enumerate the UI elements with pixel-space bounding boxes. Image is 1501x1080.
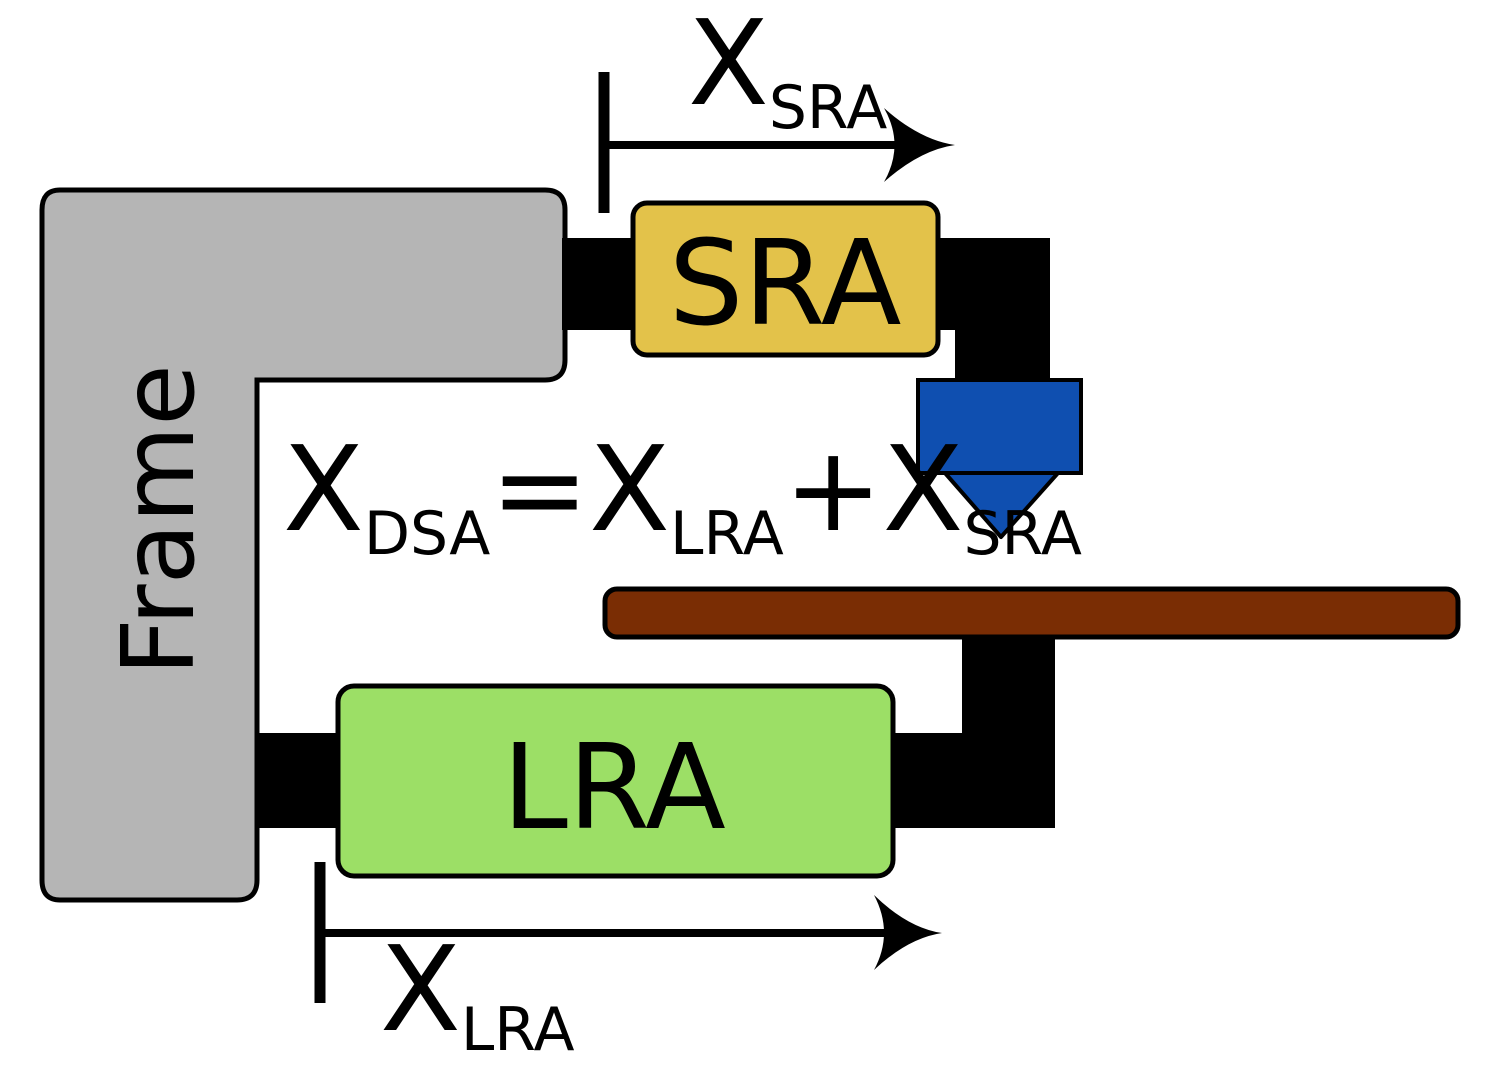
x-lra-arrowhead: [874, 895, 942, 970]
frame-label: Frame: [100, 364, 217, 676]
frame-sra-connector: [562, 238, 637, 330]
lra-label: LRA: [502, 718, 726, 856]
dsa-equation: XDSA=XLRA+XSRA: [283, 420, 1082, 569]
lra-workpiece-connector: [892, 637, 1055, 828]
x-sra-arrowhead: [884, 108, 955, 182]
x-lra-label: XLRA: [380, 920, 575, 1065]
frame-lra-connector: [255, 733, 343, 828]
x-sra-label: XSRA: [688, 0, 887, 143]
frame-body: [39, 187, 568, 903]
lra-box: [335, 683, 896, 879]
workpiece: [602, 586, 1461, 640]
tool-tip: [943, 471, 1060, 539]
sra-box: [630, 200, 941, 358]
sra-label: SRA: [669, 214, 902, 352]
sra-tool-connector: [935, 238, 1050, 385]
tool-body: [916, 378, 1083, 475]
